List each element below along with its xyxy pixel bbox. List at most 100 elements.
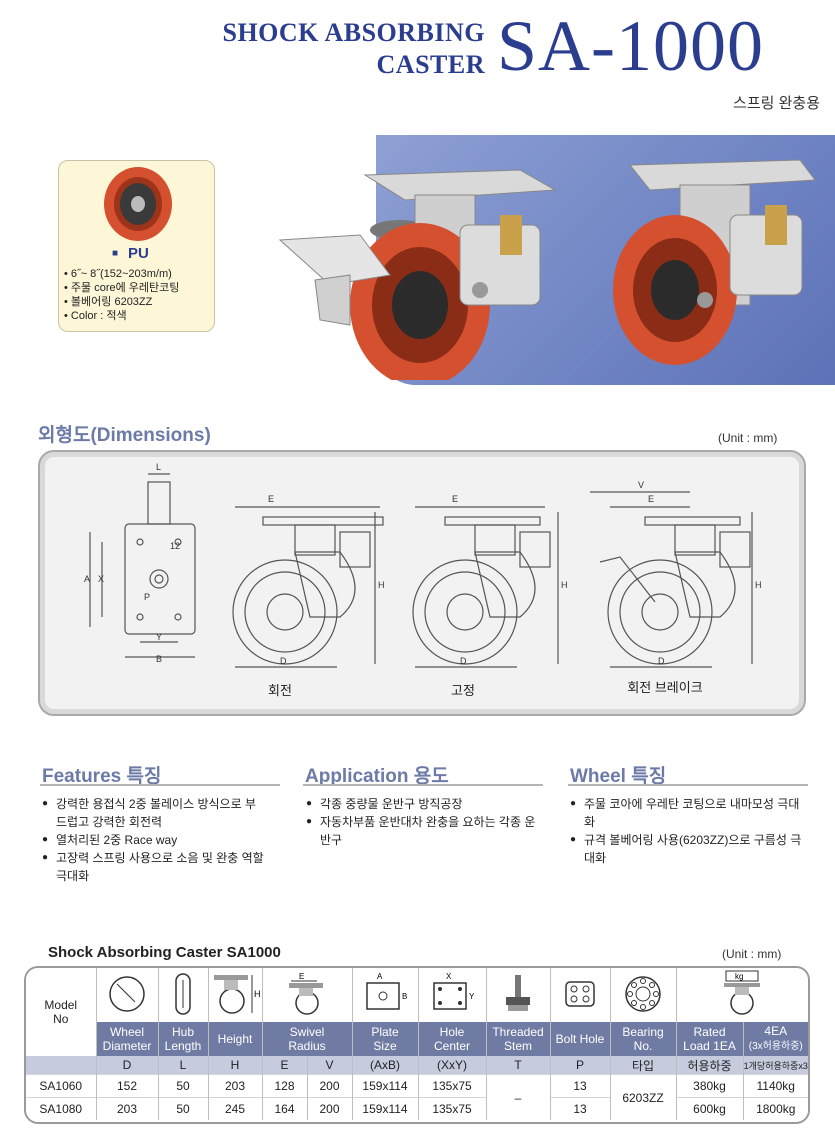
label-L: L xyxy=(156,462,161,472)
application-list: 각종 중량물 운반구 방직공장 자동차부품 운반대차 완충을 요하는 각종 운반… xyxy=(306,795,546,849)
list-item: 규격 볼베어링 사용(6203ZZ)으로 구름성 극대화 xyxy=(570,831,805,867)
features-title: Features 특징 xyxy=(42,766,162,787)
col-header: Height xyxy=(208,1022,263,1056)
pu-bullet-icon: ■ xyxy=(112,248,119,259)
list-item: 강력한 용접식 2중 볼레이스 방식으로 부드럽고 강력한 회전력 xyxy=(42,795,267,831)
sub-header: 타입 xyxy=(610,1056,677,1075)
height-icon: H xyxy=(208,968,263,1022)
view-rigid-label: 고정 xyxy=(451,683,475,698)
wheel-diameter-icon xyxy=(96,968,159,1022)
sub-header: V xyxy=(307,1056,353,1075)
pu-spec-item: • 볼베어링 6203ZZ xyxy=(64,296,153,308)
wheel-features-list: 주물 코아에 우레탄 코팅으로 내마모성 극대화 규격 볼베어링 사용(6203… xyxy=(570,795,805,867)
sub-header: H xyxy=(208,1056,263,1075)
label-E: E xyxy=(648,494,654,504)
label-D: D xyxy=(280,656,287,666)
rated-load-icon: kg xyxy=(676,968,808,1022)
sub-header xyxy=(26,1056,97,1075)
sub-header: (AxB) xyxy=(352,1056,419,1075)
title-line-2: CASTER xyxy=(376,50,485,79)
view-swivel-label: 회전 xyxy=(268,683,292,698)
bolt-hole-icon xyxy=(550,968,611,1022)
features-list: 강력한 용접식 2중 볼레이스 방식으로 부드럽고 강력한 회전력 열처리된 2… xyxy=(42,795,267,885)
label-H: H xyxy=(561,580,568,590)
sub-header: P xyxy=(550,1056,611,1075)
spec-table-title: Shock Absorbing Caster SA1000 xyxy=(48,944,281,961)
pu-spec-item: • Color : 적색 xyxy=(64,310,127,322)
svg-text:E: E xyxy=(299,972,304,981)
wheel-rule xyxy=(568,784,808,786)
caster-swivel-image xyxy=(613,159,816,365)
pu-spec-list: • 6˝~ 8˝(152~203m/m) • 주물 core에 우레탄코팅 • … xyxy=(64,267,179,323)
label-A: A xyxy=(84,574,90,584)
hub-length-icon xyxy=(158,968,209,1022)
sub-header: D xyxy=(96,1056,159,1075)
list-item: 열처리된 2중 Race way xyxy=(42,831,267,849)
pu-spec-item: • 6˝~ 8˝(152~203m/m) xyxy=(64,268,172,280)
svg-text:B: B xyxy=(402,992,407,1001)
label-X: X xyxy=(98,574,104,584)
svg-text:X: X xyxy=(446,972,452,981)
sub-header: 허용하중 xyxy=(676,1056,744,1075)
list-item: 자동차부품 운반대차 완충을 요하는 각종 운반구 xyxy=(306,813,546,849)
pu-title: PU xyxy=(128,245,149,262)
view-brake-label: 회전 브레이크 xyxy=(627,680,703,695)
application-title: Application 용도 xyxy=(305,766,449,787)
wheel-features-title: Wheel 특징 xyxy=(570,766,667,787)
label-Y: Y xyxy=(156,632,162,642)
list-item: 고장력 스프링 사용으로 소음 및 완충 역할 극대화 xyxy=(42,849,267,885)
sub-header: E xyxy=(262,1056,308,1075)
pu-wheel-icon xyxy=(104,167,172,241)
label-H: H xyxy=(755,580,762,590)
title-line-1: SHOCK ABSORBING xyxy=(222,18,485,47)
svg-text:H: H xyxy=(254,989,260,999)
model-header-cell: Model No xyxy=(26,968,97,1056)
dimension-drawings: L A X 12 P Y B E H D E H D V E H D xyxy=(84,462,762,668)
label-D: D xyxy=(658,656,665,666)
application-rule xyxy=(303,784,543,786)
bearing-icon xyxy=(610,968,677,1022)
sub-header: (XxY) xyxy=(418,1056,487,1075)
list-item: 각종 중량물 운반구 방직공장 xyxy=(306,795,546,813)
svg-text:kg: kg xyxy=(735,972,743,981)
subtitle: 스프링 완충용 xyxy=(733,95,820,112)
label-12: 12 xyxy=(170,541,180,551)
label-V: V xyxy=(638,480,644,490)
label-E: E xyxy=(452,494,458,504)
threaded-stem-icon xyxy=(486,968,551,1022)
label-B: B xyxy=(156,654,162,664)
pu-spec-item: • 주물 core에 우레탄코팅 xyxy=(64,282,180,294)
label-H: H xyxy=(378,580,385,590)
table-subheader-row: D L H E V (AxB) (XxY) T P 타입 허용하중 1개당허용하… xyxy=(26,1056,808,1075)
col-header: 4EA(3x허용하중) xyxy=(743,1022,808,1056)
caster-with-brake-image xyxy=(278,169,557,380)
model-title: SA-1000 xyxy=(497,6,765,86)
table-row: SA1080 203 50 245 164 200 159x114 135x75… xyxy=(26,1097,808,1120)
spec-table-unit: (Unit : mm) xyxy=(722,947,782,961)
caster-product-photo xyxy=(278,159,816,380)
sub-header: T xyxy=(486,1056,551,1075)
col-header: Bolt Hole xyxy=(550,1022,611,1056)
label-E: E xyxy=(268,494,274,504)
label-P: P xyxy=(144,592,150,602)
dimensions-unit: (Unit : mm) xyxy=(718,431,778,445)
table-row: SA1060 152 50 203 128 200 159x114 135x75… xyxy=(26,1074,808,1120)
sub-header: 1개당허용하중x3 xyxy=(743,1056,808,1075)
swivel-radius-icon: E xyxy=(262,968,353,1022)
svg-text:Y: Y xyxy=(469,992,475,1001)
dimensions-title: 외형도(Dimensions) xyxy=(38,425,211,446)
features-rule xyxy=(40,784,280,786)
svg-text:A: A xyxy=(377,972,383,981)
